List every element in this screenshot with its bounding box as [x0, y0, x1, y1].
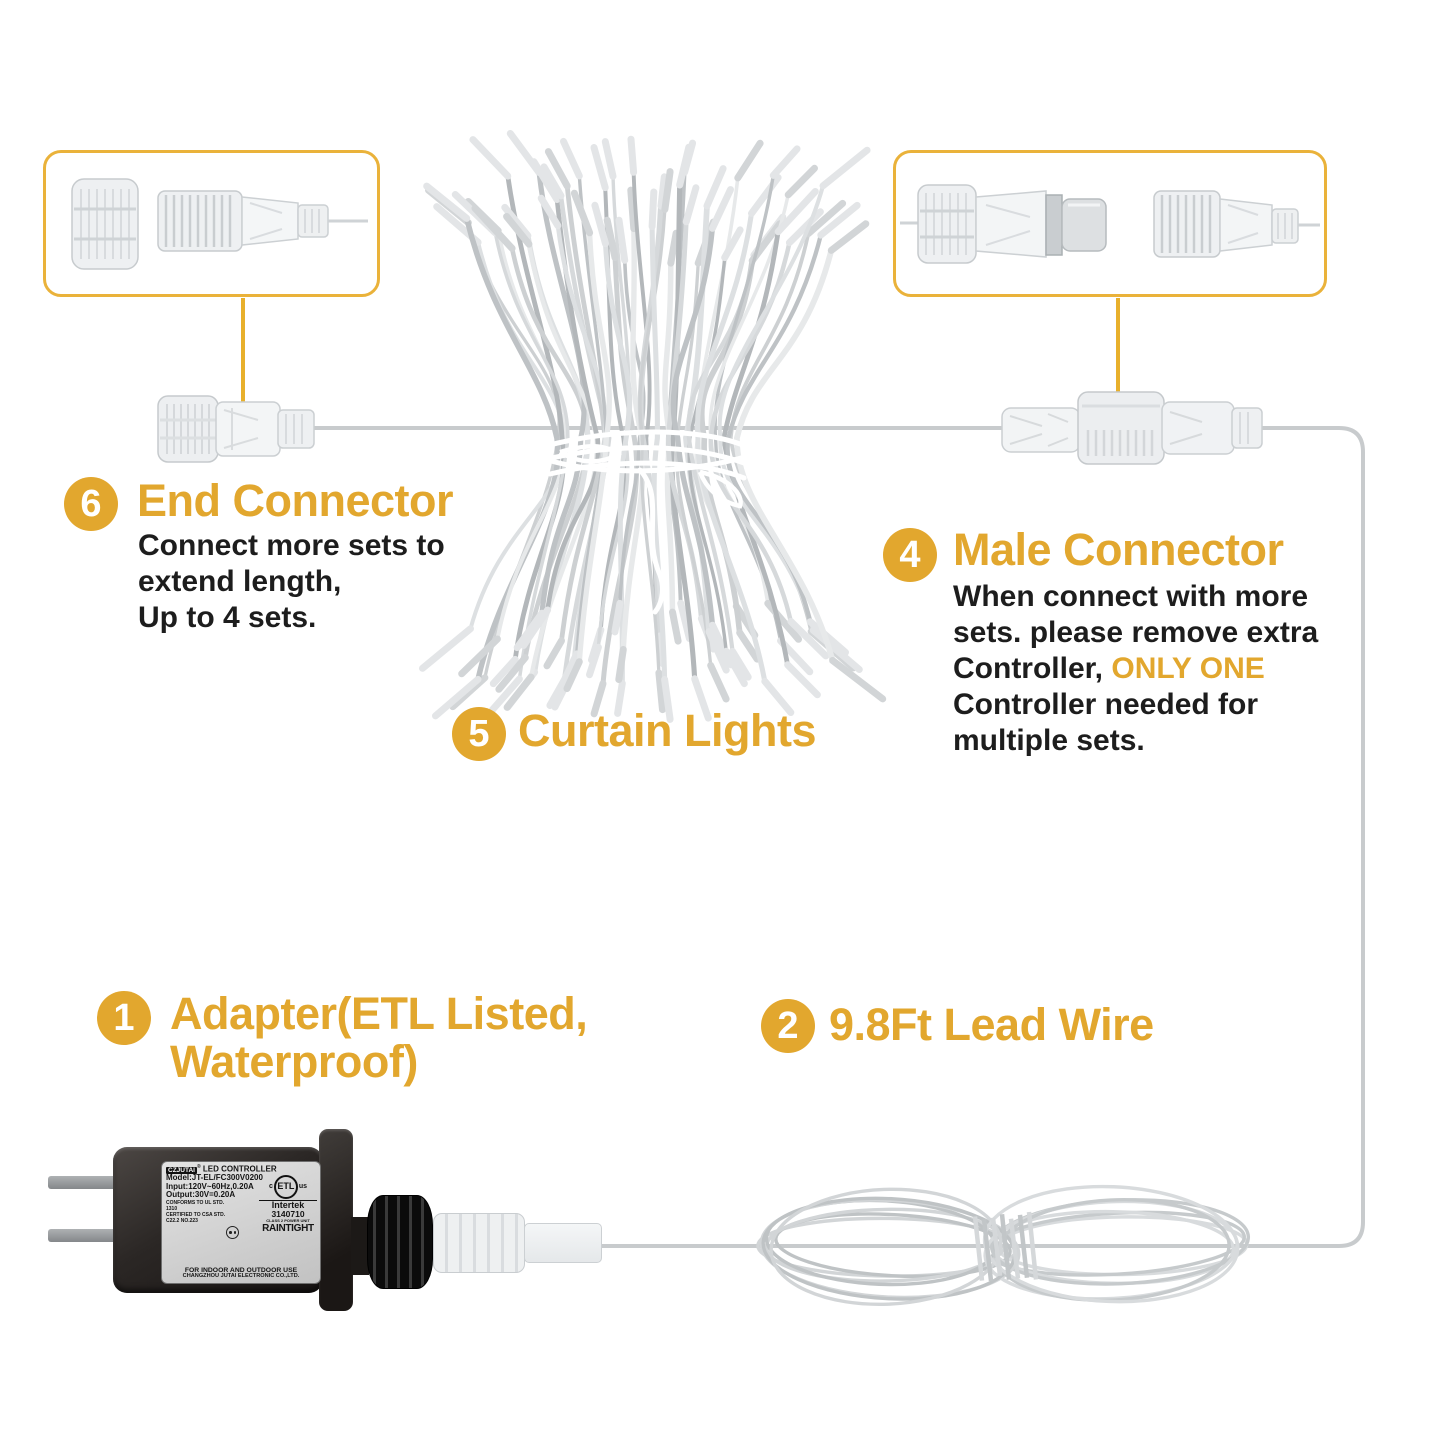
intertek-text: Intertek: [259, 1200, 317, 1210]
end-connector-desc-line3: Up to 4 sets.: [138, 601, 317, 634]
number-badge-1: 1: [97, 991, 151, 1045]
male-connector-description: When connect with more sets. please remo…: [953, 579, 1318, 759]
company-name: CHANGZHOU JUTAI ELECTRONIC CO.,LTD.: [182, 1273, 300, 1280]
only-one-highlight: ONLY ONE: [1111, 652, 1265, 685]
plug-prong-top: [48, 1176, 116, 1189]
etl-listing-block: c ETL us Intertek 3140710 CLASS 2 POWER …: [259, 1175, 317, 1234]
adapter-title: Adapter(ETL Listed, Waterproof): [170, 988, 588, 1087]
conforms-line2: 1310: [166, 1205, 178, 1212]
etl-us: us: [298, 1183, 308, 1191]
adapter-end-cap: [319, 1129, 353, 1311]
number-badge-4: 4: [883, 528, 937, 582]
adapter-neck: [351, 1217, 369, 1275]
male-connector-callout-box: [893, 150, 1327, 297]
input-rating: Input:120V~60Hz,0.20A: [166, 1181, 254, 1191]
double-insulation-icon: [226, 1226, 239, 1239]
certified-line1: CERTIFIED TO CSA STD.: [166, 1211, 226, 1218]
plug-prong-bottom: [48, 1229, 116, 1242]
end-connector-desc-line1: Connect more sets to: [138, 529, 445, 562]
adapter-title-line1: Adapter(ETL Listed,: [170, 988, 588, 1039]
class-text: CLASS 2 POWER UNIT: [266, 1218, 310, 1224]
curtain-lights-title: Curtain Lights: [518, 705, 816, 756]
number-badge-2: 2: [761, 999, 815, 1053]
male-connector-desc-line1: When connect with more: [953, 580, 1309, 613]
adapter-output-connector-tip: [524, 1223, 602, 1263]
number-badge-5: 5: [452, 707, 506, 761]
output-rating: Output:30V=0.20A: [166, 1190, 236, 1200]
adapter-title-line2: Waterproof): [170, 1036, 418, 1087]
etl-circle: ETL: [273, 1175, 298, 1199]
usage-text: FOR INDOOR AND OUTDOOR USE: [184, 1267, 298, 1275]
brand-mark: CZJUTAI: [166, 1166, 197, 1174]
male-connector-desc-line4: Controller needed for: [953, 688, 1259, 721]
end-connector-description: Connect more sets to extend length, Up t…: [138, 528, 445, 636]
end-connector-desc-line2: extend length,: [138, 565, 342, 598]
lead-wire-coil: [756, 1184, 1251, 1307]
curtain-lights-bundle: [419, 130, 887, 723]
end-connector-on-wire: [157, 395, 315, 463]
adapter-label: CZJUTAI® LED CONTROLLER Model:JT-EL/FC30…: [161, 1161, 321, 1284]
number-badge-6: 6: [64, 477, 118, 531]
certified-line2: C22.2 NO.223: [166, 1217, 198, 1224]
product-name: LED CONTROLLER: [202, 1164, 277, 1174]
male-connector-title: Male Connector: [953, 524, 1284, 575]
male-connector-desc-line2: sets. please remove extra: [953, 616, 1319, 649]
end-connector-callout-box: [43, 150, 380, 297]
male-connector-desc-line3: Controller, ONLY ONE: [953, 651, 1318, 687]
male-connector-desc-line5: multiple sets.: [953, 724, 1145, 757]
model-number: Model:JT-EL/FC300V0200: [166, 1173, 263, 1183]
male-connector-desc-line3-text: Controller,: [953, 652, 1112, 685]
certification-number: 3140710: [271, 1209, 305, 1220]
adapter-strain-relief-knob: [367, 1195, 433, 1289]
end-connector-parts-image: [71, 178, 368, 270]
male-connector-on-wire: [1001, 391, 1263, 465]
raintight-text: RAINTIGHT: [262, 1222, 314, 1234]
end-connector-title: End Connector: [137, 475, 454, 526]
lead-wire-title: 9.8Ft Lead Wire: [829, 999, 1154, 1050]
lead-wire-path: [310, 426, 1365, 1248]
etl-logo: c ETL us: [259, 1175, 317, 1199]
male-connector-parts-image: [900, 184, 1320, 264]
adapter-label-header: CZJUTAI® LED CONTROLLER: [166, 1164, 316, 1174]
etl-c: c: [268, 1183, 273, 1191]
registered-mark: ®: [196, 1164, 201, 1170]
adapter-label-footer: FOR INDOOR AND OUTDOOR USE CHANGZHOU JUT…: [162, 1267, 320, 1280]
adapter-output-connector: [433, 1213, 525, 1273]
conforms-line1: CONFORMS TO UL STD.: [166, 1199, 225, 1206]
